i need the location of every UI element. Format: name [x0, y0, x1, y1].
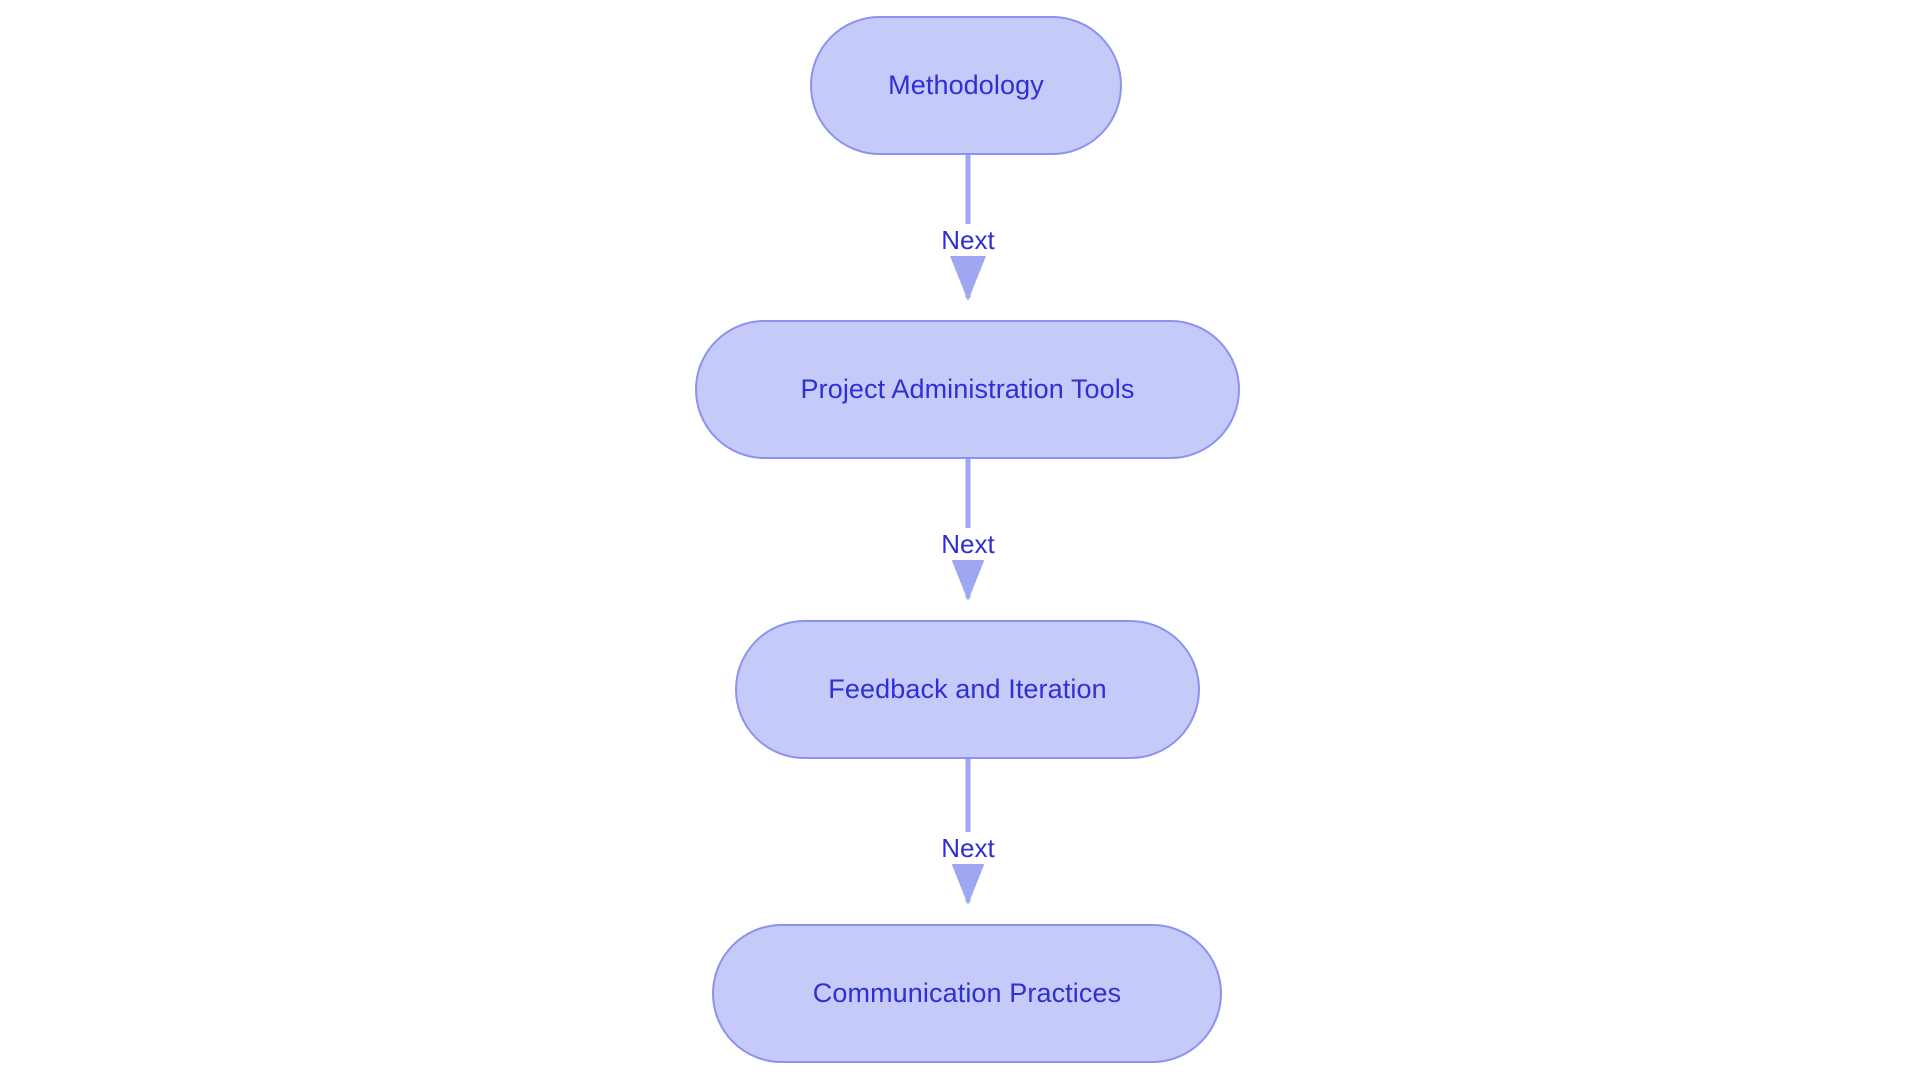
node-project-administration-tools[interactable]: Project Administration Tools [695, 320, 1240, 459]
edge-label-methodology-to-admin-tools: Next [936, 224, 1000, 256]
edge-label-admin-tools-to-feedback: Next [936, 528, 1000, 560]
node-label: Feedback and Iteration [828, 674, 1107, 704]
node-label: Methodology [888, 70, 1044, 100]
node-label: Project Administration Tools [800, 374, 1135, 404]
node-communication-practices[interactable]: Communication Practices [712, 924, 1222, 1063]
node-label: Communication Practices [812, 978, 1122, 1008]
node-feedback-and-iteration[interactable]: Feedback and Iteration [735, 620, 1200, 759]
edge-label-feedback-to-communication: Next [936, 832, 1000, 864]
node-methodology[interactable]: Methodology [810, 16, 1122, 155]
